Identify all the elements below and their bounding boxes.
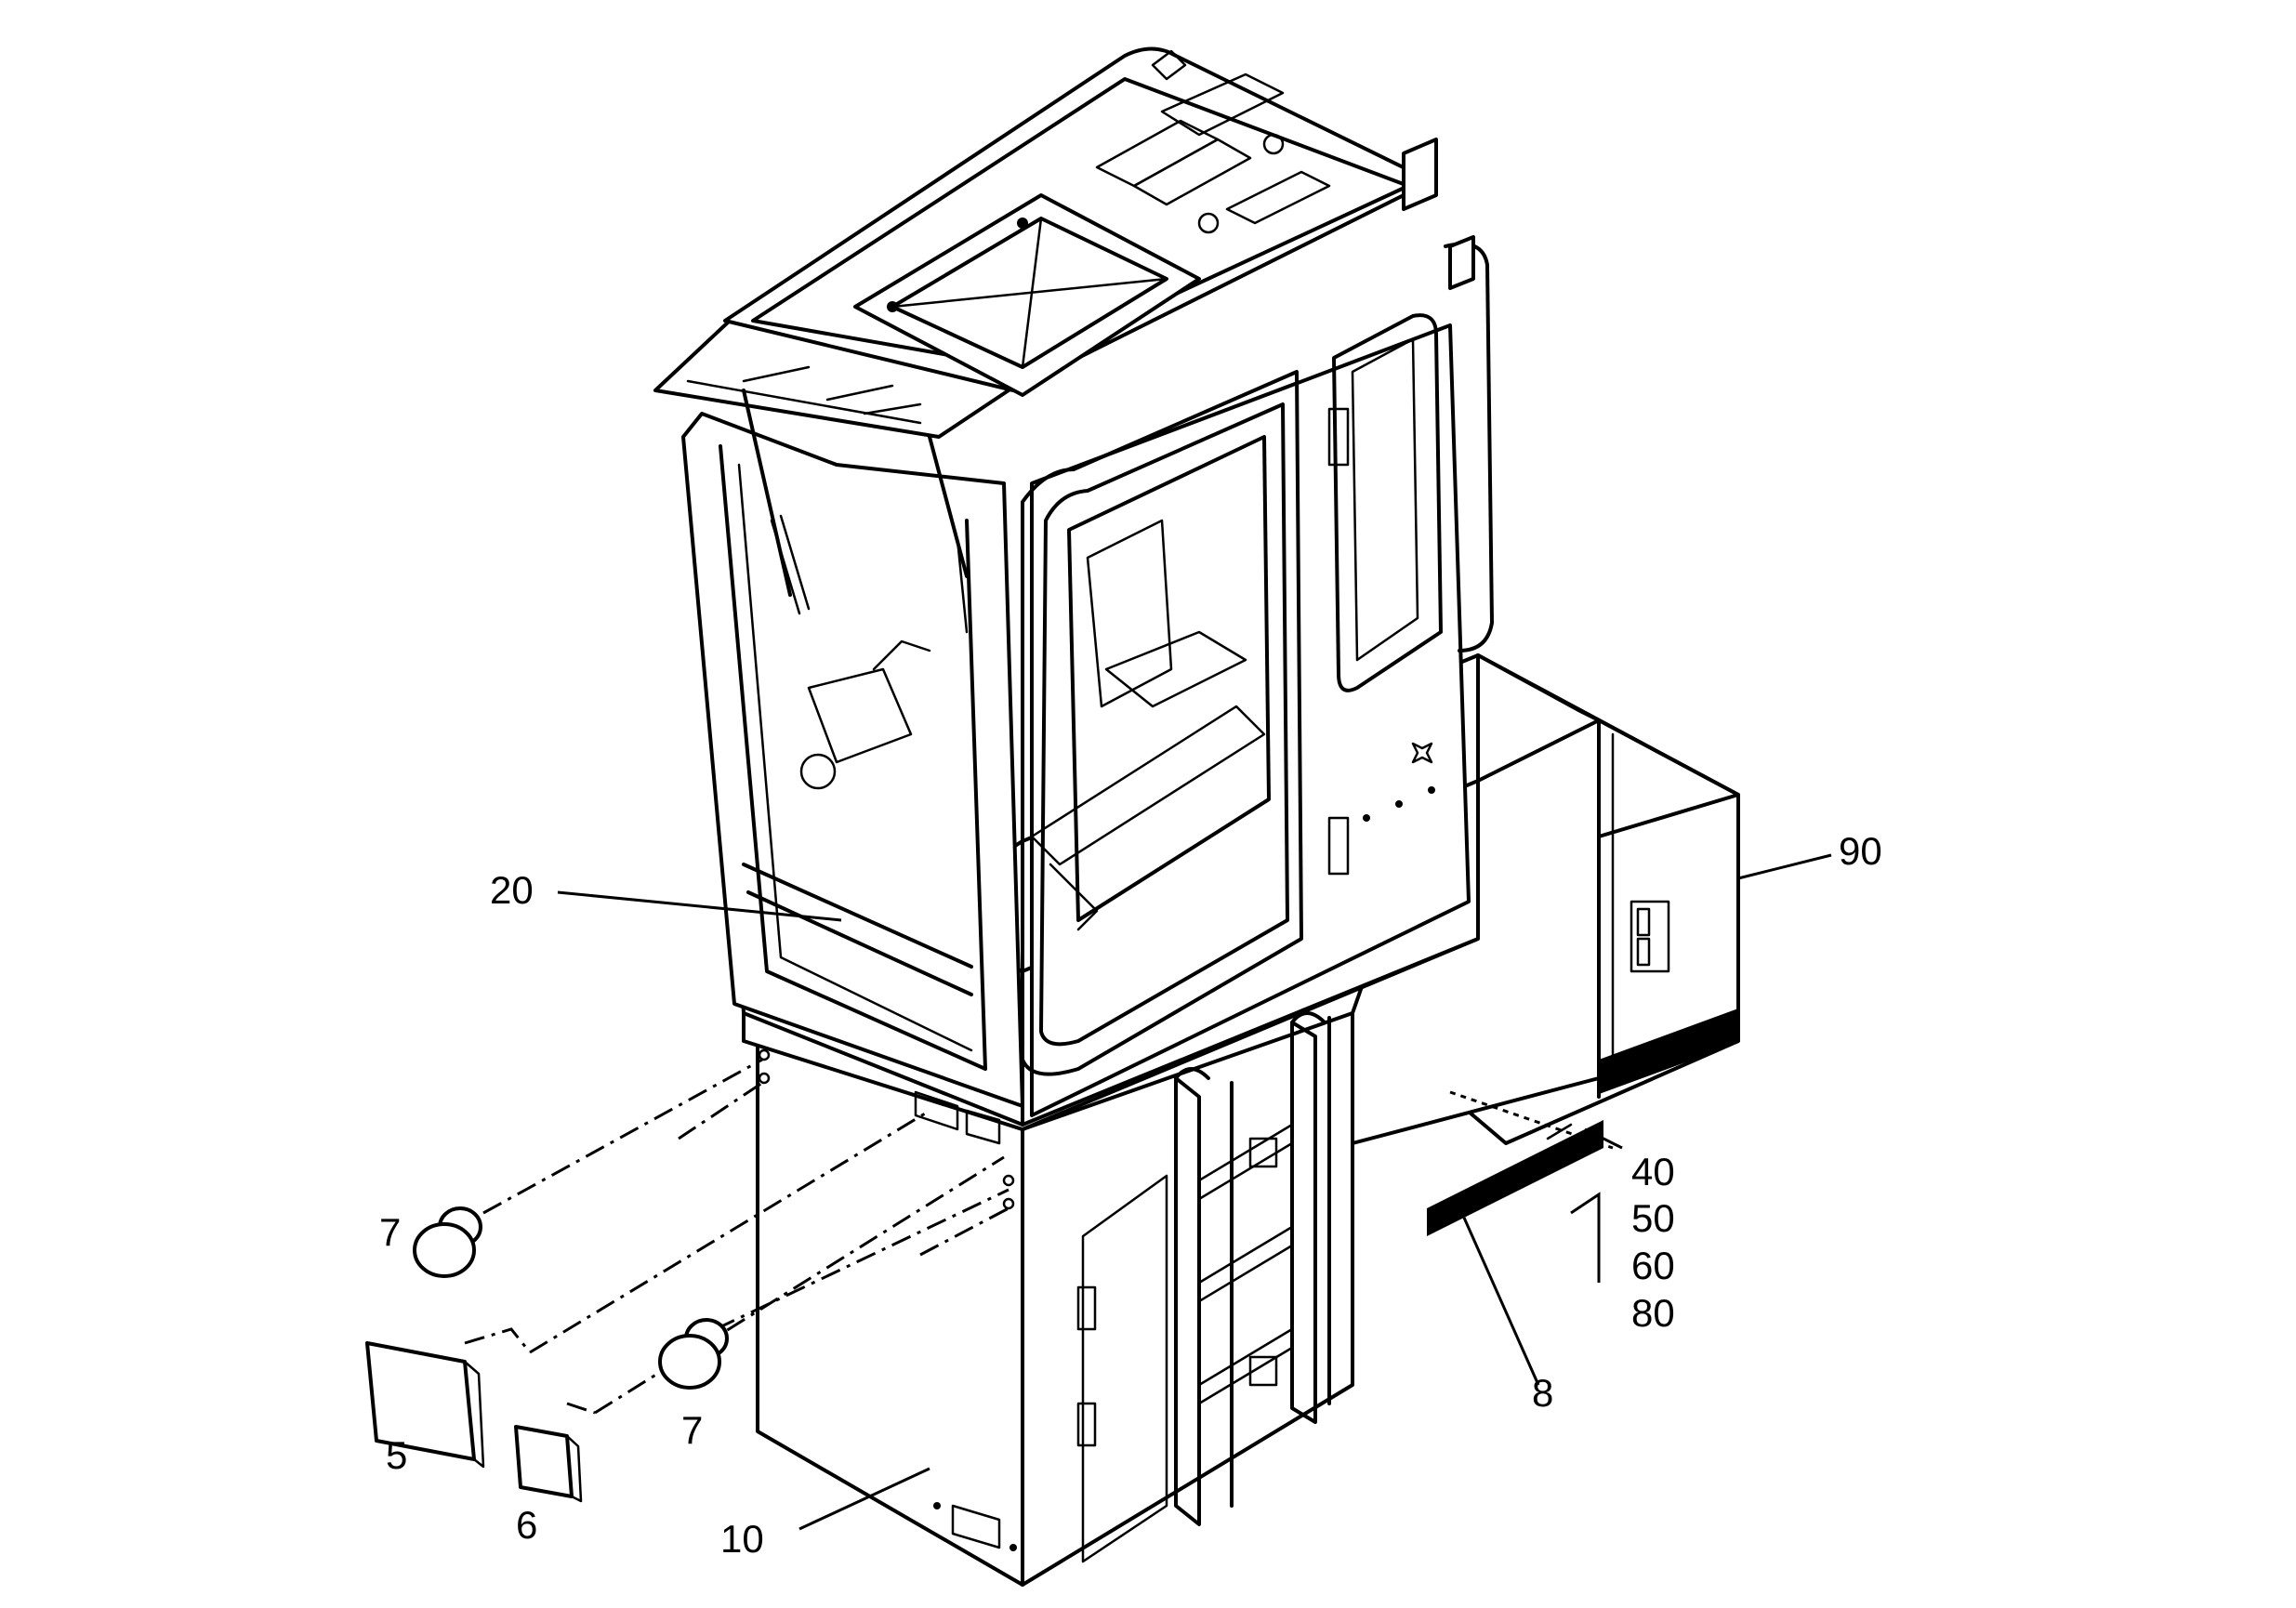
- callout-60: 60: [1631, 1244, 1675, 1287]
- callout-7-right: 7: [681, 1408, 703, 1452]
- callout-7-left: 7: [379, 1210, 401, 1254]
- callout-5: 5: [386, 1433, 407, 1477]
- decal-stripe: [1427, 1120, 1603, 1236]
- ladder: [1174, 1011, 1331, 1526]
- callout-labels: 20 90 40 50 60 80 8 7 7 5 6 10: [379, 829, 1882, 1561]
- exploded-parts: [365, 1048, 1015, 1503]
- callout-6: 6: [516, 1503, 537, 1547]
- callout-20: 20: [490, 868, 534, 912]
- callout-8: 8: [1532, 1371, 1553, 1415]
- callout-90: 90: [1839, 829, 1882, 873]
- callout-80: 80: [1631, 1291, 1675, 1335]
- operator-cab: [653, 46, 1601, 1131]
- callout-50: 50: [1631, 1196, 1675, 1240]
- callout-10: 10: [720, 1517, 764, 1561]
- leader-lines: [557, 853, 1832, 1531]
- callout-40: 40: [1631, 1150, 1675, 1193]
